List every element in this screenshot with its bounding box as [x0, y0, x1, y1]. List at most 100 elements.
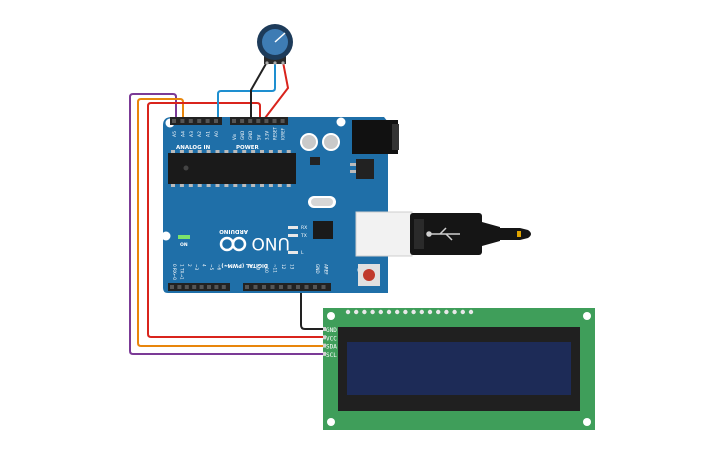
potentiometer-pin: [273, 61, 277, 65]
header-pin-hole[interactable]: [321, 285, 326, 289]
header-pin-hole[interactable]: [221, 285, 226, 289]
usb-icon: [426, 227, 460, 241]
chip-pin: [268, 150, 273, 153]
header-pin-hole[interactable]: [313, 285, 317, 289]
header-pin-hole[interactable]: [214, 285, 219, 289]
wire-gnd-black[interactable]: [300, 288, 326, 330]
header-pin-hole[interactable]: [180, 119, 185, 123]
tx-led-label: TX: [300, 233, 307, 239]
reset-button[interactable]: [363, 269, 375, 281]
header-pin-hole[interactable]: [214, 119, 218, 123]
digital-pin-label: 12: [281, 264, 286, 270]
header-pin-hole[interactable]: [248, 119, 253, 123]
wire-sda-orange[interactable]: [137, 98, 326, 347]
analog-pin-label: A4: [180, 131, 186, 137]
digital-pin-label: 1 TX→1: [179, 264, 184, 280]
analog-header[interactable]: [170, 117, 222, 125]
chip-pin: [233, 150, 238, 153]
lcd-pin[interactable]: [323, 327, 326, 331]
digital-header-low[interactable]: [168, 283, 230, 291]
digital-pin-label: 4: [202, 264, 207, 267]
header-pin-hole[interactable]: [272, 119, 277, 123]
uno-label: UNO: [251, 233, 290, 253]
header-pin-hole[interactable]: [192, 285, 197, 289]
header-pin-hole[interactable]: [262, 285, 266, 289]
header-pin-hole[interactable]: [207, 285, 211, 289]
header-pin-hole[interactable]: [256, 119, 261, 123]
analog-pin-label: A2: [197, 131, 203, 137]
header-pin-hole[interactable]: [170, 285, 174, 289]
chip-pin: [197, 150, 202, 153]
digital-header-high[interactable]: [243, 283, 331, 291]
power-pin-label: 3.3V: [264, 131, 269, 140]
digital-pin-label: ~11: [273, 264, 278, 273]
power-pin-label: Vin: [232, 133, 237, 140]
chip-pin: [215, 150, 220, 153]
l-led-label: L: [301, 250, 304, 256]
lcd-pad: [403, 309, 408, 315]
mounting-hole: [336, 117, 346, 127]
power-jack-rim: [392, 124, 399, 150]
header-pin-hole[interactable]: [177, 285, 182, 289]
capacitor-top: [324, 135, 338, 149]
header-pin-hole[interactable]: [184, 285, 189, 289]
digital-pin-label: 13: [290, 264, 295, 270]
lcd-pin[interactable]: [323, 343, 326, 348]
header-pin-hole[interactable]: [280, 119, 285, 123]
lcd-pin-label: VCC: [326, 335, 337, 342]
digital-pin-label: 2: [187, 264, 192, 267]
header-pin-hole[interactable]: [199, 285, 204, 289]
header-pin-hole[interactable]: [296, 285, 300, 289]
lcd-pad: [411, 309, 416, 315]
header-pin-hole[interactable]: [197, 119, 202, 123]
on-led-label: ON: [180, 242, 188, 248]
wire-scl-purple[interactable]: [129, 93, 326, 355]
header-pin-hole[interactable]: [232, 119, 236, 123]
wire-pot-a0-blue[interactable]: [217, 62, 276, 122]
lcd-pin[interactable]: [323, 335, 326, 340]
header-pin-hole[interactable]: [253, 285, 258, 289]
wire-pot-5v-red[interactable]: [261, 61, 290, 123]
lcd-pad: [452, 309, 457, 315]
digital-pin-label: AREF: [324, 264, 329, 275]
usb-cable[interactable]: [355, 211, 531, 257]
power-jack[interactable]: [352, 120, 398, 154]
analog-pin-label: A5: [172, 131, 178, 137]
power-pin-label: RESET: [273, 127, 278, 140]
header-pin-hole[interactable]: [205, 119, 210, 123]
lcd-pad: [436, 309, 441, 315]
digital-pin-label: ~6: [216, 264, 221, 271]
chip-pin: [242, 150, 247, 153]
wire-vcc-red[interactable]: [147, 102, 326, 338]
digital-pin-label: ~9: [256, 264, 261, 271]
header-pin-hole[interactable]: [270, 285, 275, 289]
header-pin-hole[interactable]: [245, 285, 249, 289]
power-pin-label: GND: [248, 131, 253, 140]
header-pin-hole[interactable]: [172, 119, 176, 123]
potentiometer[interactable]: [257, 24, 293, 65]
usb-cable-neck: [500, 228, 520, 240]
header-pin-hole[interactable]: [264, 119, 269, 123]
usb-cable-end: [520, 228, 531, 240]
tx-led: [288, 234, 298, 237]
header-pin-hole[interactable]: [287, 285, 292, 289]
header-pin-hole[interactable]: [240, 119, 245, 123]
potentiometer-indicator: [274, 32, 286, 43]
header-pin-hole[interactable]: [304, 285, 309, 289]
lcd-pad: [395, 309, 400, 315]
lcd-mounting-hole: [583, 312, 591, 320]
lcd-pin[interactable]: [323, 351, 326, 356]
digital-pin-label: GND: [315, 264, 320, 274]
lcd-pad: [354, 309, 359, 315]
header-pin-hole[interactable]: [279, 285, 283, 289]
wire-pot-gnd-black[interactable]: [250, 61, 268, 122]
lcd-pad: [444, 309, 449, 315]
header-pin-hole[interactable]: [188, 119, 193, 123]
lcd-pad: [370, 309, 375, 315]
analog-pin-label: A1: [206, 131, 212, 137]
l-led: [288, 251, 298, 254]
